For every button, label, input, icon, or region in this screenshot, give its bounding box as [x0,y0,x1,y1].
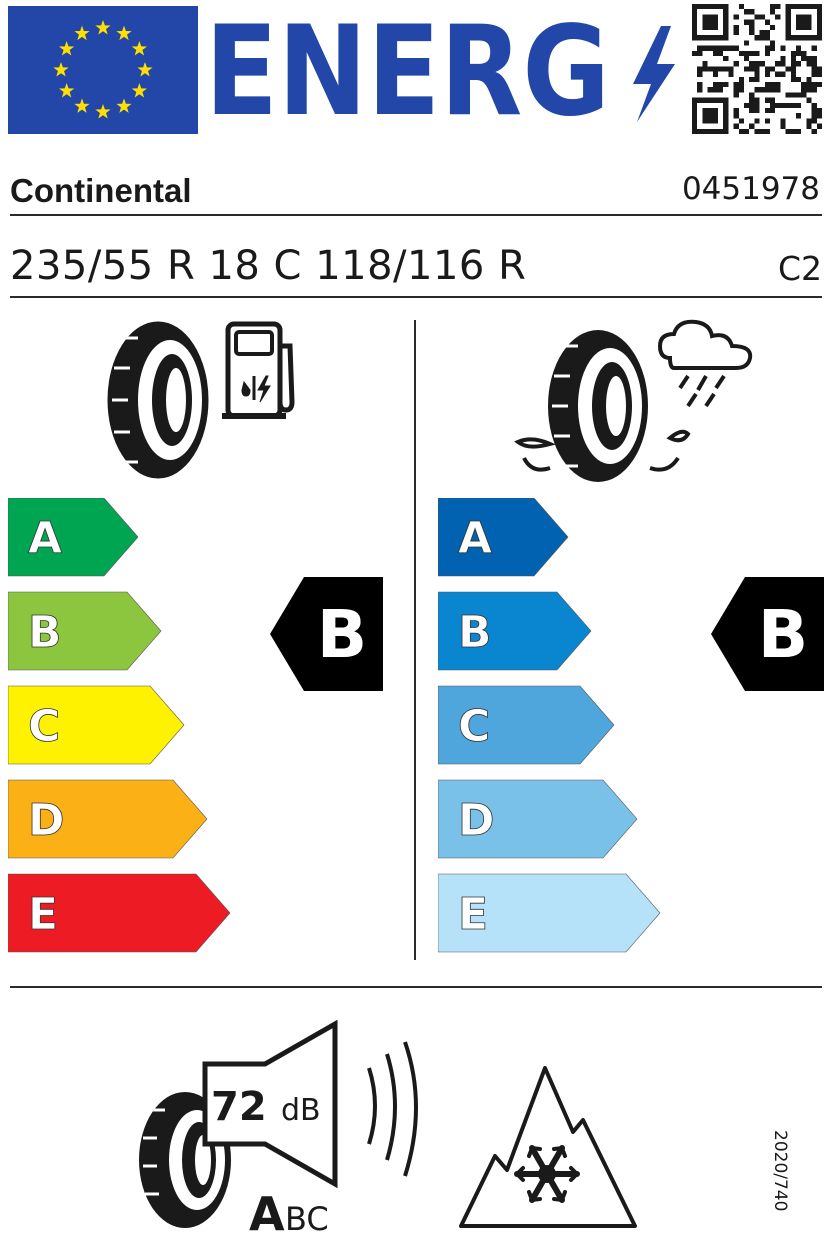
tyre-size: 235/55 R 18 C 118/116 R [10,243,527,289]
wet-class-d-arrow [438,779,638,859]
eu-star-icon [74,25,90,41]
fuel-class-c-arrow [8,685,185,765]
eu-star-icon [95,104,111,119]
wet-class-e-label: E [458,889,488,940]
wet-class-a-arrow [438,498,569,577]
eu-star-icon [53,62,69,77]
fuel-class-e-label: E [28,889,58,940]
eu-star-icon [131,83,147,98]
wet-class-c-arrow [438,685,615,765]
wet-grip-rating-letter: B [758,596,808,673]
fuel-class-c-label: C [28,701,60,752]
fuel-class-a-arrow [8,498,139,577]
tyre-type-identifier: 0451978 [681,171,820,207]
wet-class-e-arrow [438,873,661,953]
fuel-class-b-arrow [8,591,162,671]
eu-star-icon [131,41,147,56]
wet-class-b-arrow [438,591,592,671]
fuel-efficiency-rating-letter: B [317,596,367,673]
fuel-efficiency-rating: B [270,577,383,691]
eu-star-icon [116,25,132,41]
fuel-class-d-label: D [28,795,65,846]
divider [10,986,822,988]
column-divider [414,320,416,960]
energy-logo-text: ENERG [205,14,610,126]
sound-waves-icon [367,1041,418,1177]
fuel-class-b-label: B [28,607,62,658]
wet-class-c-label: C [458,701,490,752]
three-peak-snowflake-icon [459,1066,637,1228]
qr-code [692,4,822,134]
fuel-class-d-arrow [8,779,208,859]
eu-star-icon [137,62,153,77]
noise-unit: dB [281,1093,321,1128]
divider [10,214,822,216]
fuel-class-e-arrow [8,873,231,953]
eu-star-icon [116,98,132,113]
fuel-class-a-label: A [28,513,62,564]
tyre-class: C2 [777,249,822,288]
divider [10,296,822,298]
noise-class-selected: A [249,1187,285,1235]
lightning-bolt-icon [633,26,675,122]
wet-class-d-label: D [458,795,495,846]
speaker-tyre-icon: 72 dB A BC [139,1020,418,1235]
brand-name: Continental [10,172,192,209]
energy-logo: ENERG [205,14,675,126]
regulation-number: 2020/740 [770,1130,790,1212]
wet-class-a-label: A [458,513,492,564]
eu-star-icon [95,20,111,35]
fuel-pump-tyre-icon [107,321,295,479]
wet-class-b-label: B [458,607,492,658]
eu-star-icon [59,41,75,56]
wet-grip-rating: B [711,577,824,691]
eu-star-icon [59,83,75,98]
noise-value: 72 [211,1084,267,1130]
noise-class-rest: BC [285,1200,329,1235]
eu-flag-icon [8,6,198,134]
eu-star-icon [74,98,90,113]
rain-cloud-tyre-icon [514,319,753,482]
